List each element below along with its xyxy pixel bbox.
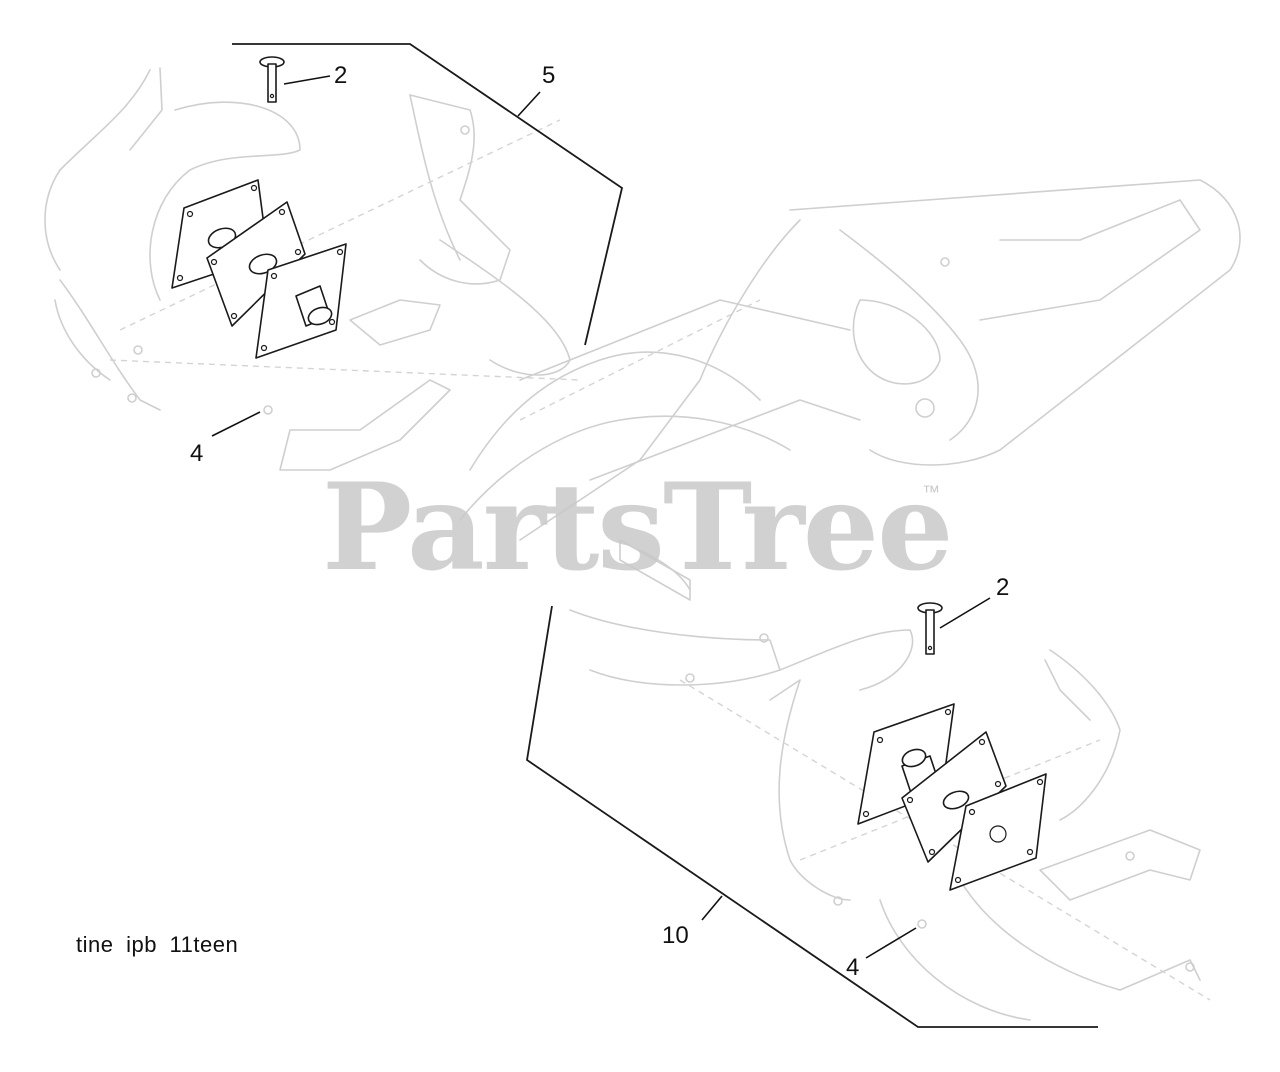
leader-bracket-upper [517,91,541,117]
callout-bracket-upper: 5 [542,62,556,89]
diagram-caption: tine ipb 11teen [76,932,239,957]
leader-fastener-lower [865,927,917,959]
ghost-gearbox-housing [459,179,1241,601]
lower-flange-plate-3 [949,773,1047,891]
callout-pin-lower: 2 [996,574,1010,601]
callout-bracket-lower: 10 [662,922,689,949]
leader-pin-upper [283,75,331,85]
upper-bracket-outline [232,43,624,346]
leader-fastener-upper [211,411,261,437]
lower-clevis-pin [917,602,943,655]
trademark-symbol: ™ [922,482,940,502]
leader-bracket-lower [701,895,723,921]
callout-fastener-upper: 4 [190,440,204,467]
lower-bracket-outline [526,605,1098,1028]
callout-fastener-lower: 4 [846,954,860,981]
fastener-upper-ghost [263,405,273,415]
lower-flange-plate-2 [901,731,1007,863]
ghost-tine-assembly-upper [44,67,581,471]
upper-clevis-pin [259,56,285,103]
ghost-tine-assembly-lower [569,609,1211,1021]
callout-pin-upper: 2 [334,62,348,89]
partstree-watermark: PartsTree [322,457,953,598]
upper-flange-plate-2 [206,201,306,327]
upper-flange-plate-3 [255,243,347,359]
fastener-lower-ghost [917,919,927,929]
leader-pin-lower [939,597,991,629]
